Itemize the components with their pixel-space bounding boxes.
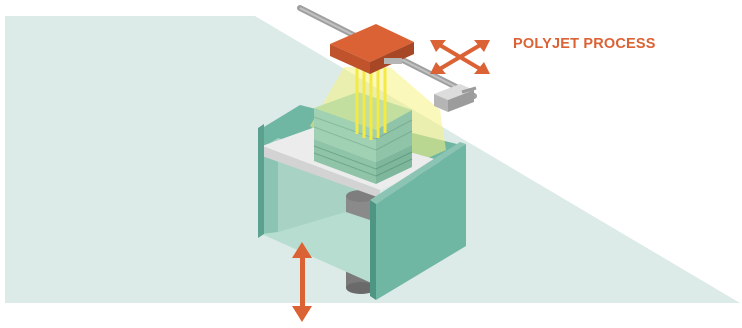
material-jets: [355, 68, 387, 140]
four-way-arrow-icon: [430, 40, 490, 74]
tank-walls: [258, 124, 466, 300]
print-head: [330, 24, 414, 74]
rail-carriage: [434, 84, 477, 112]
vertical-double-arrow-icon: [292, 242, 312, 322]
printed-part: [313, 92, 413, 184]
diagram-title: POLYJET PROCESS: [513, 36, 656, 52]
